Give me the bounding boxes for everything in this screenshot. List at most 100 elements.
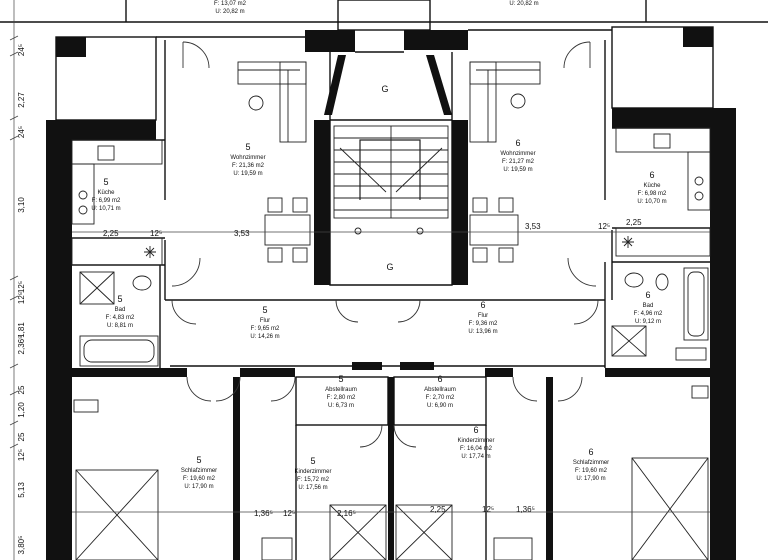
dimension-lines xyxy=(9,0,710,560)
furniture-wohnzimmer-6 xyxy=(469,61,541,263)
stair-label-upper: G xyxy=(381,84,388,94)
room-perimeter: U: 9,12 m xyxy=(635,319,661,325)
dimension-label: 3,80⁵ xyxy=(17,536,26,555)
dimension-label: 2,25 xyxy=(626,218,642,227)
room-area: F: 2,80 m2 xyxy=(327,395,356,401)
room-name: Abstellraum xyxy=(325,387,357,393)
room-area: F: 21,36 m2 xyxy=(232,163,265,169)
room-name: Kinderzimmer xyxy=(294,469,331,475)
room-number: 5 xyxy=(338,374,343,384)
room-name: Flur xyxy=(260,318,270,324)
room-area: F: 9,36 m2 xyxy=(469,321,498,327)
room-area: F: 6,99 m2 xyxy=(92,198,121,204)
vertical-dimensions: 24⁵2,2724⁵3,1012⁵1,8112⁵2,36⁵251,202512⁵… xyxy=(17,44,26,555)
room-perimeter: U: 17,74 m xyxy=(461,454,490,460)
room-name: Wohnzimmer xyxy=(230,155,265,161)
room-area: F: 6,98 m2 xyxy=(638,191,667,197)
room-perimeter: U: 19,59 m xyxy=(503,167,532,173)
room-area: F: 15,72 m2 xyxy=(297,477,330,483)
room-perimeter: U: 10,71 m xyxy=(91,206,120,212)
room-perimeter: U: 17,90 m xyxy=(576,476,605,482)
room-number: 6 xyxy=(437,374,442,384)
room-number: 6 xyxy=(645,290,650,300)
room-name: Flur xyxy=(478,313,488,319)
room-area: F: 19,60 m2 xyxy=(183,476,216,482)
dimension-label: 1,81 xyxy=(17,322,26,338)
room-perimeter: U: 17,56 m xyxy=(298,485,327,491)
room-area: F: 19,60 m2 xyxy=(575,468,608,474)
room-area: F: 4,96 m2 xyxy=(634,311,663,317)
top-left-area: F: 13,07 m2 xyxy=(214,1,247,7)
stair-hall-walls xyxy=(324,55,452,115)
room-name: Schlafzimmer xyxy=(573,460,609,466)
room-number: 5 xyxy=(117,294,122,304)
dimension-label: 1,20 xyxy=(17,402,26,418)
dimension-label: 3,53 xyxy=(234,229,250,238)
dimension-label: 2,25 xyxy=(430,505,446,514)
dimension-label: 24⁵ xyxy=(17,126,26,138)
room-perimeter: U: 6,73 m xyxy=(328,403,354,409)
stair-label-lower: G xyxy=(386,262,393,272)
furniture-wohnzimmer-5 xyxy=(237,61,311,263)
room-number: 5 xyxy=(262,305,267,315)
furniture-kitchens xyxy=(71,127,711,266)
top-left-perim: U: 20,82 m xyxy=(215,9,244,15)
dimension-label: 3,10 xyxy=(17,197,26,213)
dimension-label: 24⁵ xyxy=(17,44,26,56)
dimension-label: 3,53 xyxy=(525,222,541,231)
room-perimeter: U: 19,59 m xyxy=(233,171,262,177)
room-number: 5 xyxy=(103,177,108,187)
room-name: Abstellraum xyxy=(424,387,456,393)
furniture-bedrooms xyxy=(73,385,709,560)
room-perimeter: U: 13,96 m xyxy=(468,329,497,335)
dimension-label: 25 xyxy=(17,385,26,394)
dimension-label: 2,27 xyxy=(17,92,26,108)
exterior-walls xyxy=(46,27,736,560)
room-number: 6 xyxy=(480,300,485,310)
room-name: Küche xyxy=(643,183,661,189)
room-perimeter: U: 14,26 m xyxy=(250,334,279,340)
room-area: F: 4,83 m2 xyxy=(106,315,135,321)
dimension-label: 1,36⁵ xyxy=(254,509,273,518)
room-number: 5 xyxy=(196,455,201,465)
dimension-label: 5,13 xyxy=(17,482,26,498)
dimension-label: 2,25 xyxy=(103,229,119,238)
furniture-baths xyxy=(79,267,709,367)
dimension-label: 12⁵ xyxy=(17,449,26,461)
room-area: F: 9,65 m2 xyxy=(251,326,280,332)
dimension-label: 12⁵ xyxy=(17,281,26,293)
dimension-label: 2,16⁵ xyxy=(337,509,356,518)
room-area: F: 2,70 m2 xyxy=(426,395,455,401)
dimension-label: 12⁵ xyxy=(482,505,494,514)
dimension-label: 12⁵ xyxy=(598,222,610,231)
room-perimeter: U: 10,70 m xyxy=(637,199,666,205)
top-right-perim: U: 20,82 m xyxy=(509,1,538,7)
room-name: Kinderzimmer xyxy=(457,438,494,444)
room-number: 5 xyxy=(310,456,315,466)
room-perimeter: U: 17,90 m xyxy=(184,484,213,490)
dimension-label: 12⁵ xyxy=(150,229,162,238)
room-number: 6 xyxy=(515,138,520,148)
dimension-label: 25 xyxy=(17,432,26,441)
room-number: 6 xyxy=(473,425,478,435)
door-swings xyxy=(171,41,599,448)
room-name: Küche xyxy=(97,190,115,196)
room-perimeter: U: 6,90 m xyxy=(427,403,453,409)
staircase xyxy=(333,125,449,235)
room-name: Bad xyxy=(115,307,126,313)
dimension-label: 12⁵ xyxy=(17,292,26,304)
